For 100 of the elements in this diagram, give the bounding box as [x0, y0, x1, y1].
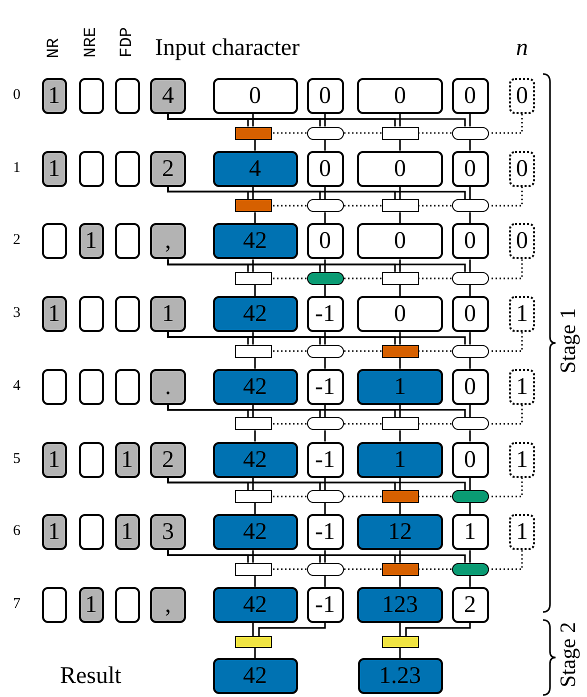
connector-line [399, 550, 401, 563]
dotted-line [418, 496, 452, 498]
dotted-line [344, 568, 382, 570]
dotted-line [488, 186, 523, 206]
connector-line [399, 622, 401, 636]
connector-line [167, 332, 466, 345]
value-box: 0 [357, 223, 443, 260]
connector-line [399, 478, 401, 490]
connector-line [469, 478, 471, 490]
value-box: 1 [357, 368, 443, 405]
value-box: 0 [452, 150, 488, 187]
value-box: 0 [212, 78, 298, 114]
connector-line [399, 576, 401, 587]
value-box: 0 [452, 78, 488, 114]
connector-line [399, 140, 401, 151]
dotted-line [488, 114, 523, 134]
connector-line [399, 648, 401, 658]
connector-line [324, 284, 326, 296]
character-box: 4 [150, 78, 186, 114]
column-header: FDP [118, 27, 136, 58]
connector-line [324, 358, 326, 369]
row-number: 5 [13, 452, 20, 466]
dotted-line [488, 404, 523, 425]
flag-box [114, 150, 140, 187]
connector-line [324, 478, 326, 490]
flag-box: 1 [42, 296, 66, 332]
operator-block [452, 126, 488, 140]
stage-label: Stage 1 [557, 308, 579, 373]
result-box: 1.23 [358, 658, 442, 694]
connector-line [399, 186, 401, 200]
connector-line [399, 212, 401, 224]
value-box: 1 [357, 442, 443, 478]
value-box: 0 [452, 296, 488, 332]
character-box: 2 [150, 150, 186, 187]
connector-line [254, 576, 256, 587]
dotted-line [272, 350, 306, 352]
connector-line [254, 503, 256, 514]
dotted-line [488, 550, 523, 570]
flag-box: 1 [42, 514, 66, 550]
dotted-line [344, 278, 382, 280]
operator-block [452, 272, 488, 285]
flag-box: 1 [114, 442, 140, 478]
dotted-line [272, 423, 306, 425]
flag-box: 1 [42, 150, 66, 187]
row-number: 1 [13, 160, 20, 176]
connector-line [469, 186, 471, 200]
column-header: NR [46, 38, 62, 58]
flag-box [114, 78, 140, 114]
value-box: 0 [452, 223, 488, 260]
dotted-line [488, 332, 523, 352]
value-box: -1 [306, 514, 344, 550]
connector-line [167, 186, 466, 200]
connector-line [324, 212, 326, 224]
value-box: 42 [212, 586, 298, 623]
value-box: 0 [357, 78, 443, 114]
dotted-line [418, 204, 452, 206]
operator-block [306, 490, 344, 503]
connector-line [167, 404, 466, 418]
flag-box [78, 442, 104, 478]
connector-line [252, 622, 254, 636]
dotted-line [344, 350, 382, 352]
connector-line [254, 648, 256, 658]
connector-line [469, 140, 471, 151]
result-box: 42 [212, 658, 298, 694]
operator-block [382, 126, 418, 140]
operator-block [452, 490, 488, 503]
connector-line [324, 503, 326, 514]
connector-line [324, 550, 326, 563]
dotted-line [344, 204, 382, 206]
connector-line [469, 550, 471, 563]
operator-block [234, 126, 272, 140]
value-box: 42 [212, 442, 298, 478]
connector-line [469, 259, 471, 272]
connector-line [254, 284, 256, 296]
connector-line [324, 430, 326, 442]
value-box: 0 [306, 150, 344, 187]
dotted-line [272, 132, 306, 134]
connector-line [252, 332, 254, 345]
connector-line [252, 478, 254, 490]
dotted-line [488, 478, 523, 498]
flag-box [114, 586, 140, 623]
dotted-line [488, 259, 523, 280]
connector-line [324, 404, 326, 418]
connector-line [252, 259, 254, 272]
connector-line [167, 478, 466, 490]
operator-block [452, 199, 488, 212]
connector-line [252, 550, 254, 563]
flag-box [78, 78, 104, 114]
stage-label: Stage 2 [557, 622, 579, 687]
counter-box: 0 [509, 223, 535, 260]
dotted-line [418, 278, 452, 280]
counter-box: 0 [509, 150, 535, 187]
connector-line [324, 576, 326, 587]
operator-block [382, 199, 418, 212]
operator-block [382, 344, 418, 358]
flag-box [78, 296, 104, 332]
connector-line [252, 186, 254, 200]
value-box: 0 [452, 368, 488, 405]
value-box: 42 [212, 223, 298, 260]
row-number: 2 [13, 233, 20, 248]
